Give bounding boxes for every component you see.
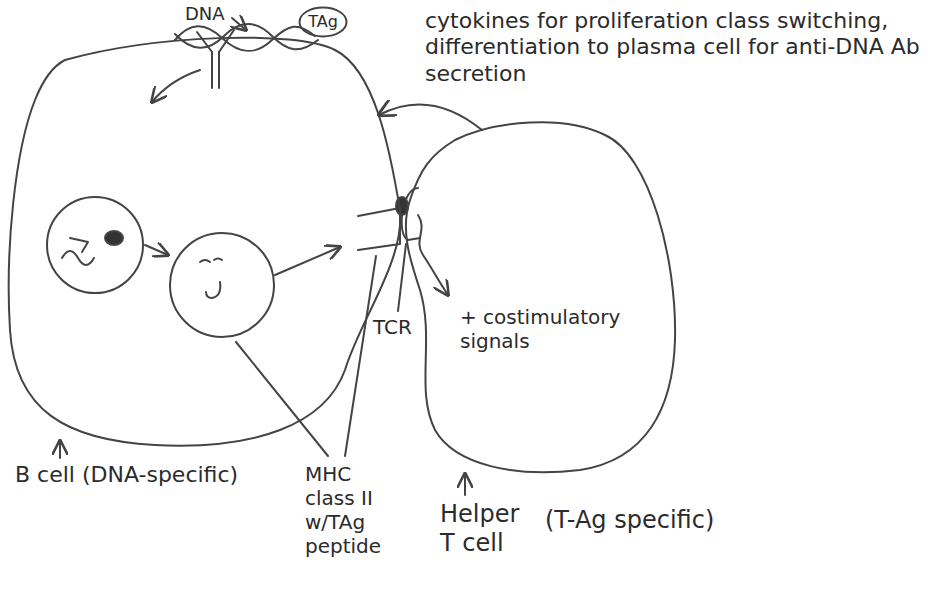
sketch-stroke (219, 30, 234, 52)
mhc-molecule (358, 208, 400, 250)
sketch-stroke (200, 259, 222, 263)
sketch-stroke (62, 251, 94, 265)
outline-stroke (9, 38, 401, 446)
sketch-stroke (152, 70, 200, 102)
outline-stroke (406, 122, 675, 472)
b-cell-receptor (152, 30, 234, 102)
antigen-name: TAg (298, 12, 348, 31)
sketch-stroke (47, 18, 465, 495)
sketch-stroke (105, 231, 123, 245)
helper-t-cell: Helper T cell (T-Ag specific) + costimulat… (395, 60, 735, 570)
sketch-stroke (206, 282, 220, 298)
sketch-stroke (59, 441, 61, 458)
sketch-stroke (197, 32, 212, 52)
cytokine-arrow (379, 104, 482, 130)
processing-vesicle (170, 233, 340, 337)
sketch-stroke (70, 238, 88, 252)
sketch-stroke (145, 245, 168, 255)
sketch-stroke (275, 247, 340, 275)
sketch-stroke (232, 18, 246, 30)
endosome (47, 197, 168, 293)
sketch-stroke (218, 52, 220, 88)
sketch-stroke (464, 474, 466, 495)
tcr-label: TCR (373, 315, 412, 339)
mhc-label: MHC class II w/TAg peptide (305, 462, 405, 558)
sketch-stroke (398, 244, 406, 311)
sketch-stroke (358, 208, 400, 250)
signal-arrow (418, 215, 448, 295)
sketch-stroke (211, 52, 213, 88)
cell-label: Helper T cell (440, 500, 530, 558)
antigen-circle: TAg (298, 6, 348, 38)
cell-label: B cell (DNA-specific) (15, 462, 238, 488)
signal-text: + costimulatory signals (460, 305, 650, 353)
sketch-stroke (170, 233, 274, 337)
specificity-label: (T-Ag specific) (545, 506, 714, 535)
b-cell: B cell (DNA-specific) (5, 30, 425, 540)
leader-lines (60, 244, 465, 495)
dna-label: DNA (185, 3, 225, 25)
sketch-stroke (47, 197, 143, 293)
cytokine-note: cytokines for proliferation class switch… (425, 8, 930, 87)
